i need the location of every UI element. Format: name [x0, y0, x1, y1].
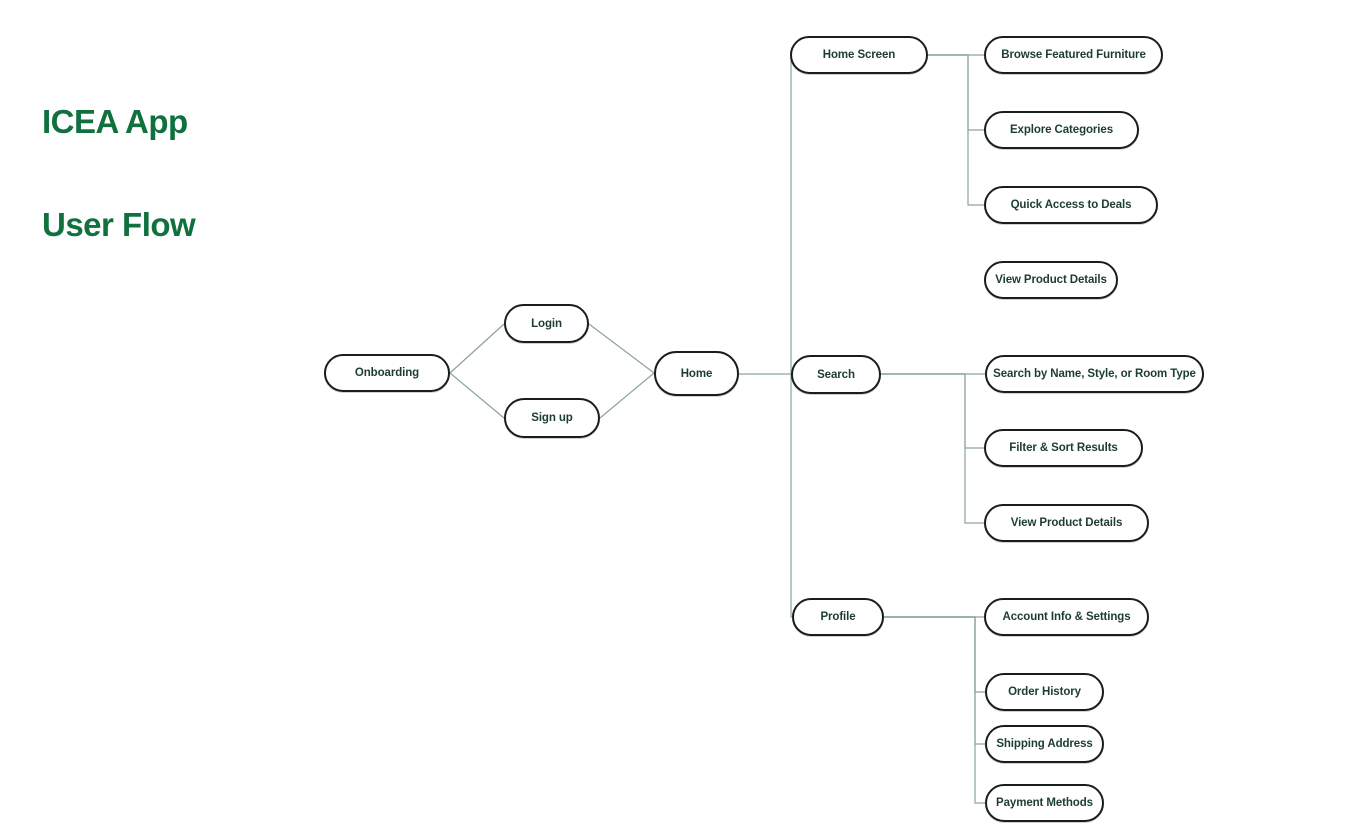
edge-profile-to-payment-methods [884, 616, 985, 804]
edge-home-screen-to-quick-deals [928, 54, 984, 206]
flow-node-browse-featured[interactable]: Browse Featured Furniture [984, 36, 1163, 74]
flow-node-shipping-addr[interactable]: Shipping Address [985, 725, 1104, 763]
flow-node-label: Order History [1008, 686, 1081, 698]
flow-node-label: Login [531, 317, 562, 330]
page-title-line-2: User Flow [42, 205, 196, 243]
flow-node-quick-deals[interactable]: Quick Access to Deals [984, 186, 1158, 224]
flow-node-payment-methods[interactable]: Payment Methods [985, 784, 1104, 822]
flow-node-home[interactable]: Home [654, 351, 739, 396]
flow-node-label: Account Info & Settings [1002, 611, 1131, 623]
flow-node-view-details-2[interactable]: View Product Details [984, 504, 1149, 542]
flow-node-home-screen[interactable]: Home Screen [790, 36, 928, 74]
flow-node-label: Shipping Address [996, 738, 1093, 750]
edge-home-screen-to-explore-cat [928, 54, 984, 131]
flow-node-label: Home Screen [822, 49, 896, 61]
edge-onboarding-to-login [449, 323, 505, 374]
flow-node-label: View Product Details [1010, 517, 1123, 529]
flow-node-account-info[interactable]: Account Info & Settings [984, 598, 1149, 636]
flow-node-order-history[interactable]: Order History [985, 673, 1104, 711]
flow-node-label: Onboarding [354, 367, 420, 379]
flow-node-search-by-name[interactable]: Search by Name, Style, or Room Type [985, 355, 1204, 393]
flow-node-label: Quick Access to Deals [1010, 199, 1132, 211]
flow-node-label: Filter & Sort Results [1009, 442, 1118, 454]
flow-node-label: Browse Featured Furniture [1001, 49, 1146, 61]
flow-node-profile[interactable]: Profile [792, 598, 884, 636]
flow-node-label: View Product Details [995, 274, 1107, 286]
edge-trunk-to-home-screen [790, 54, 792, 374]
edge-login-to-home [588, 323, 655, 374]
edge-onboarding-to-signup [449, 372, 505, 419]
flow-node-view-details-1[interactable]: View Product Details [984, 261, 1118, 299]
flow-node-login[interactable]: Login [504, 304, 589, 343]
flow-node-label: Home [680, 367, 713, 380]
edge-profile-to-order-history [884, 616, 985, 693]
flow-node-filter-sort[interactable]: Filter & Sort Results [984, 429, 1143, 467]
flow-node-onboarding[interactable]: Onboarding [324, 354, 450, 392]
page-title-line-1: ICEA App [42, 102, 188, 140]
edge-trunk-to-profile [790, 374, 792, 618]
flow-node-label: Profile [820, 611, 856, 623]
edge-search-to-view-details-2 [881, 373, 984, 524]
flow-node-label: Search [817, 368, 855, 381]
flow-node-explore-cat[interactable]: Explore Categories [984, 111, 1139, 149]
page-title: ICEA App User Flow [42, 36, 196, 311]
flow-node-signup[interactable]: Sign up [504, 398, 600, 438]
edge-signup-to-home [599, 372, 655, 419]
edge-profile-to-shipping-addr [884, 616, 985, 745]
flow-node-label: Payment Methods [996, 797, 1093, 809]
flow-node-search[interactable]: Search [791, 355, 881, 394]
flow-node-label: Explore Categories [1009, 124, 1113, 136]
edge-search-to-filter-sort [881, 373, 984, 449]
flow-node-label: Sign up [531, 412, 573, 424]
flow-node-label: Search by Name, Style, or Room Type [993, 368, 1196, 380]
